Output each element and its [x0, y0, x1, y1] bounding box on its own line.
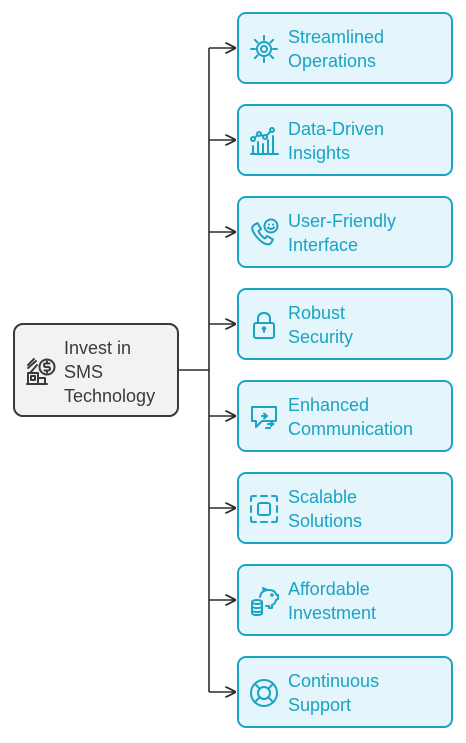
branch-label: Streamlined Operations: [288, 27, 385, 71]
lifebuoy-icon: [248, 677, 280, 709]
chart-icon: [248, 125, 280, 157]
branch-data-driven-insights: Data-Driven Insights: [237, 104, 453, 176]
money-building-icon: [25, 355, 57, 387]
root-node: Invest in SMS Technology: [13, 323, 179, 417]
scale-box-icon: [248, 493, 280, 525]
phone-smile-icon: [248, 217, 280, 249]
branch-label: Enhanced Communication: [288, 395, 414, 439]
branch-label: Scalable Solutions: [288, 487, 363, 531]
branch-user-friendly-interface: User-Friendly Interface: [237, 196, 453, 268]
branch-label: User-Friendly Interface: [288, 211, 397, 255]
branch-label: Continuous Support: [288, 671, 380, 715]
message-icon: [248, 401, 280, 433]
piggy-bank-icon: [248, 585, 280, 617]
branch-continuous-support: Continuous Support: [237, 656, 453, 728]
lock-icon: [248, 309, 280, 341]
branch-scalable-solutions: Scalable Solutions: [237, 472, 453, 544]
branch-affordable-investment: Affordable Investment: [237, 564, 453, 636]
root-label: Invest in SMS Technology: [64, 338, 156, 406]
branch-label: Robust Security: [288, 303, 354, 347]
branch-label: Data-Driven Insights: [288, 119, 385, 163]
branch-robust-security: Robust Security: [237, 288, 453, 360]
branch-streamlined-operations: Streamlined Operations: [237, 12, 453, 84]
gear-icon: [248, 33, 280, 65]
branch-label: Affordable Investment: [288, 579, 377, 623]
branch-enhanced-communication: Enhanced Communication: [237, 380, 453, 452]
